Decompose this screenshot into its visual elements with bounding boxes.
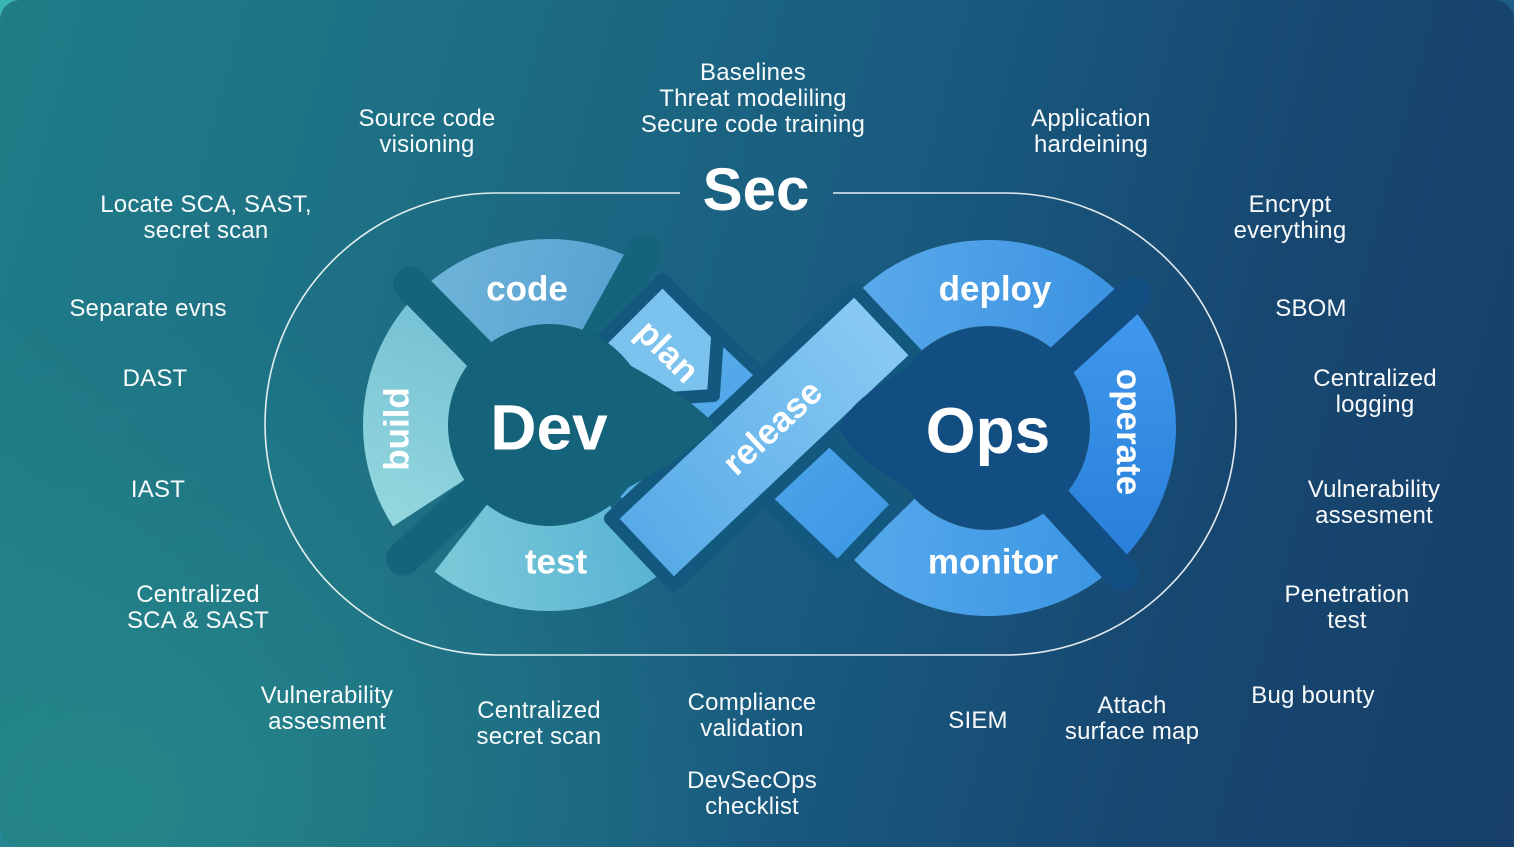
label-iast: IAST bbox=[130, 476, 186, 503]
ops-label: Ops bbox=[926, 394, 1050, 466]
sec-label: Sec bbox=[703, 156, 810, 223]
capsule-outline bbox=[264, 192, 1237, 656]
label-bug-bounty: Bug bounty bbox=[1251, 682, 1375, 709]
label-devsecops-checklist: DevSecOps checklist bbox=[687, 767, 817, 820]
label-encrypt-everything: Encrypt everything bbox=[1233, 191, 1347, 244]
segment-monitor-arc bbox=[852, 497, 1107, 616]
label-locate-sca: Locate SCA, SAST, secret scan bbox=[100, 191, 312, 244]
segment-test-label: test bbox=[525, 542, 588, 581]
label-vulnerability-right: Vulnerability assesment bbox=[1307, 476, 1441, 529]
label-dast: DAST bbox=[122, 365, 188, 392]
segment-code-arc bbox=[424, 239, 634, 352]
segment-deploy-label: deploy bbox=[939, 269, 1052, 308]
segment-test-arc bbox=[434, 503, 661, 611]
segment-code-label: code bbox=[486, 269, 568, 308]
ops-center bbox=[840, 327, 1089, 529]
label-vulnerability-left: Vulnerability assesment bbox=[260, 682, 394, 735]
segment-operate-label: operate bbox=[1109, 369, 1148, 495]
label-attach-surface-map: Attach surface map bbox=[1064, 692, 1200, 745]
release-band bbox=[603, 282, 925, 592]
segment-operate-arc bbox=[1060, 309, 1176, 559]
label-compliance-validation: Compliance validation bbox=[687, 689, 817, 742]
segment-monitor-label: monitor bbox=[928, 542, 1059, 581]
label-sbom: SBOM bbox=[1275, 295, 1347, 322]
label-penetration-test: Penetration test bbox=[1284, 581, 1410, 634]
label-separate-evns: Separate evns bbox=[69, 295, 227, 322]
label-top-block: Baselines Threat modeliling Secure code … bbox=[640, 59, 866, 138]
dev-center bbox=[448, 324, 716, 526]
label-application-hardening: Application hardeining bbox=[1031, 105, 1151, 158]
label-siem: SIEM bbox=[948, 707, 1008, 734]
segment-build-arc bbox=[363, 298, 477, 527]
label-centralized-sca-sast: Centralized SCA & SAST bbox=[126, 581, 270, 634]
label-source-code-visioning: Source code visioning bbox=[358, 105, 496, 158]
label-centralized-logging: Centralized logging bbox=[1313, 365, 1437, 418]
segment-build-label: build bbox=[377, 387, 416, 471]
label-centralized-secret-scan: Centralized secret scan bbox=[476, 697, 602, 750]
dev-label: Dev bbox=[490, 391, 608, 463]
